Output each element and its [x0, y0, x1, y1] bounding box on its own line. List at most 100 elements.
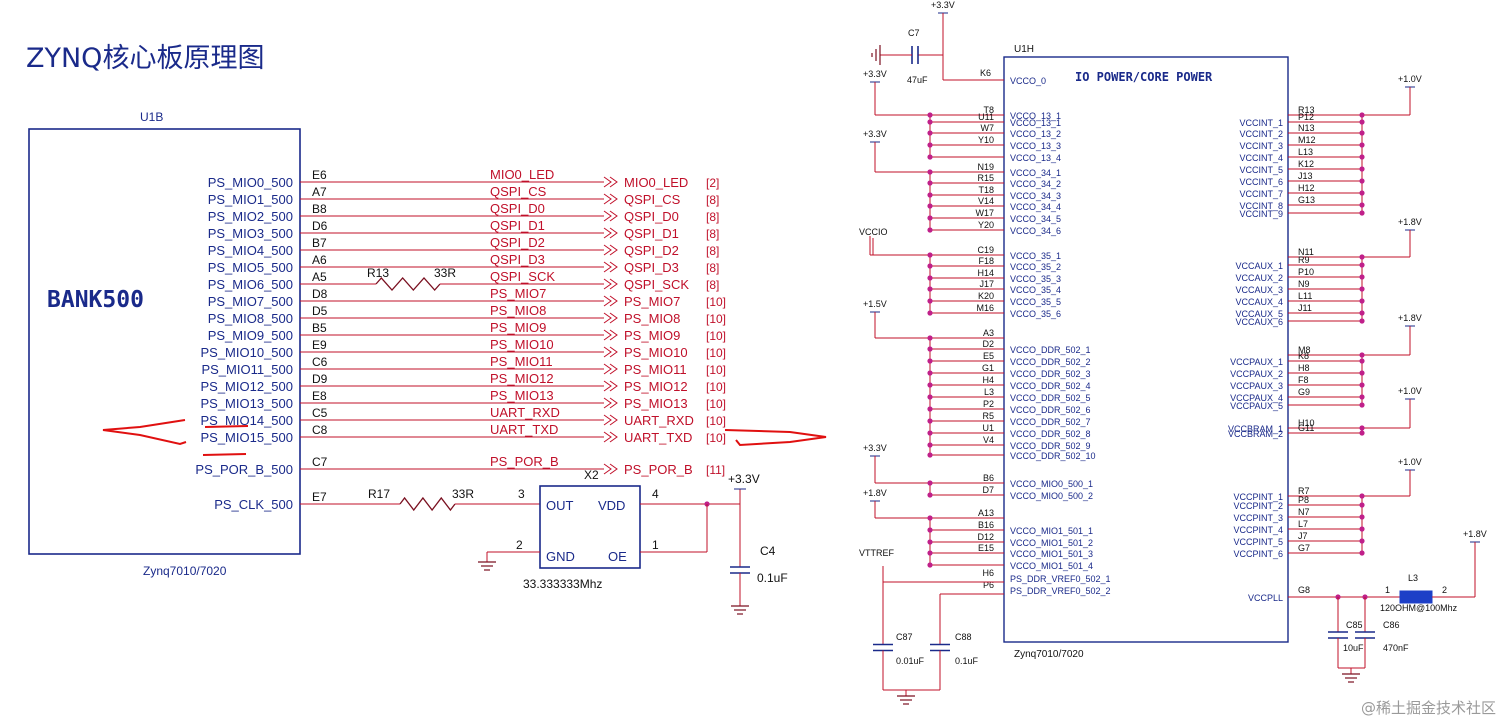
c86-ref: C86 [1383, 620, 1400, 630]
x2-out: OUT [546, 498, 574, 513]
pin-VCCO_DDR_502_9-9: VCCO_DDR_502_9 [1010, 441, 1091, 451]
rball-G9: G9 [1298, 387, 1310, 397]
port-label-PS_MIO11: PS_MIO11 [624, 362, 687, 377]
x2-pin4: 4 [652, 487, 659, 501]
rjunction-4-5 [1359, 550, 1365, 556]
pin-VCCO_13_1-1: VCCO_13_1 [1010, 118, 1061, 128]
pin-name-PS_MIO5_500: PS_MIO5_500 [208, 260, 293, 275]
pin-VCCO_DDR_502_5-5: VCCO_DDR_502_5 [1010, 393, 1091, 403]
net-label-QSPI_D3: QSPI_D3 [490, 252, 545, 267]
ball-B6: B6 [983, 473, 994, 483]
port-chevron-a-UART_RXD [603, 414, 612, 426]
rjunction-0-9 [1359, 210, 1365, 216]
pin-name-PS_CLK_500: PS_CLK_500 [214, 497, 293, 512]
junction-4-6 [927, 406, 933, 412]
pin-ball-E9: E9 [312, 338, 327, 352]
junction-4-10 [927, 452, 933, 458]
junction-1-4 [927, 154, 933, 160]
ball-F18: F18 [978, 256, 994, 266]
net-label-QSPI_D2: QSPI_D2 [490, 235, 545, 250]
pin-ball-C5: C5 [312, 406, 328, 420]
junction-3-5 [927, 310, 933, 316]
ball-W7: W7 [981, 123, 995, 133]
ball-H14: H14 [977, 268, 994, 278]
l3-ref: L3 [1408, 573, 1418, 583]
port-chevron-b-UART_TXD [609, 431, 618, 443]
pin-name-PS_MIO12_500: PS_MIO12_500 [200, 379, 293, 394]
junction-6-3 [927, 550, 933, 556]
port-label-MIO0_LED: MIO0_LED [624, 175, 688, 190]
ball-J17: J17 [979, 279, 994, 289]
junction-1-3 [927, 142, 933, 148]
r13-zigzag [375, 277, 441, 291]
l3-pin2: 2 [1442, 585, 1447, 595]
port-label-QSPI_CS: QSPI_CS [624, 192, 681, 207]
rball-H12: H12 [1298, 183, 1315, 193]
port-sheet-PS_MIO13: [10] [706, 397, 726, 411]
pin-VCCO_DDR_502_7-7: VCCO_DDR_502_7 [1010, 417, 1091, 427]
rjunction-1-6 [1359, 318, 1365, 324]
page-title: ZYNQ核心板原理图 [26, 43, 265, 74]
port-chevron-b-PS_MIO13 [609, 397, 618, 409]
rjunction-2-0 [1359, 352, 1365, 358]
junction-4-8 [927, 430, 933, 436]
junction-3-4 [927, 298, 933, 304]
c85-ref: C85 [1346, 620, 1363, 630]
rjunction-1-3 [1359, 286, 1365, 292]
pin-name-PS_MIO1_500: PS_MIO1_500 [208, 192, 293, 207]
junction-2-5 [927, 227, 933, 233]
pin-VCCO_35_4-3: VCCO_35_4 [1010, 285, 1061, 295]
hand-underline-tx [202, 453, 247, 456]
pin-ball-E6: E6 [312, 168, 327, 182]
rjunction-0-4 [1359, 154, 1365, 160]
ball-G8: G8 [1298, 585, 1310, 595]
junction-4-1 [927, 346, 933, 352]
junction-3-3 [927, 286, 933, 292]
rjunction-2-4 [1359, 394, 1365, 400]
rpin-VCCAUX_2: VCCAUX_2 [1235, 273, 1283, 283]
rball-J13: J13 [1298, 171, 1313, 181]
rjunction-1-5 [1359, 310, 1365, 316]
rpin-VCCPINT_2: VCCPINT_2 [1233, 501, 1283, 511]
rpin-VCCPINT_6: VCCPINT_6 [1233, 549, 1283, 559]
ball-E5: E5 [983, 351, 994, 361]
pin-ball-D8: D8 [312, 287, 328, 301]
rpin-VCCINT_1: VCCINT_1 [1239, 118, 1283, 128]
rjunction-4-4 [1359, 538, 1365, 544]
ball-K20: K20 [978, 291, 994, 301]
rail-3v3-label: +3.3V [728, 472, 760, 486]
rail-right-4-label: +1.0V [1398, 457, 1422, 467]
rjunction-1-2 [1359, 274, 1365, 280]
ball-T18: T18 [978, 185, 994, 195]
ball-V4: V4 [983, 435, 994, 445]
c4-ref: C4 [760, 544, 776, 558]
pin-VCCO_35_5-4: VCCO_35_5 [1010, 297, 1061, 307]
rball-R9: R9 [1298, 255, 1310, 265]
rpin-VCCINT_6: VCCINT_6 [1239, 177, 1283, 187]
port-label-PS_MIO9: PS_MIO9 [624, 328, 680, 343]
port-chevron-b-PS_POR_B [609, 463, 618, 475]
junction-3-1 [927, 263, 933, 269]
rball-N11: N11 [1298, 247, 1314, 257]
port-label-UART_RXD: UART_RXD [624, 413, 694, 428]
pin-ball-A6: A6 [312, 253, 327, 267]
u1b-body [28, 128, 301, 555]
port-chevron-a-PS_MIO8 [603, 312, 612, 324]
rball-J7: J7 [1298, 531, 1308, 541]
port-chevron-a-PS_MIO13 [603, 397, 612, 409]
rpin-VCCINT_5: VCCINT_5 [1239, 165, 1283, 175]
port-label-UART_TXD: UART_TXD [624, 430, 692, 445]
net-label-QSPI_SCK: QSPI_SCK [490, 269, 555, 284]
hand-underline-rx [204, 425, 249, 428]
junction-2-1 [927, 180, 933, 186]
pin-name-PS_MIO14_500: PS_MIO14_500 [200, 413, 293, 428]
pin-VCCO_13_1-0: VCCO_13_1 [1010, 111, 1061, 121]
ball-E15: E15 [978, 543, 994, 553]
pin-VCCO_DDR_502_10-10: VCCO_DDR_502_10 [1010, 451, 1096, 461]
junction-5-0 [927, 480, 933, 486]
pin-name-PS_MIO9_500: PS_MIO9_500 [208, 328, 293, 343]
junction-1-1 [927, 119, 933, 125]
u1h-ref: U1H [1014, 44, 1034, 55]
pin-PS_DDR_VREF0_502_1-0: PS_DDR_VREF0_502_1 [1010, 574, 1111, 584]
rpin-VCCAUX_3: VCCAUX_3 [1235, 285, 1283, 295]
